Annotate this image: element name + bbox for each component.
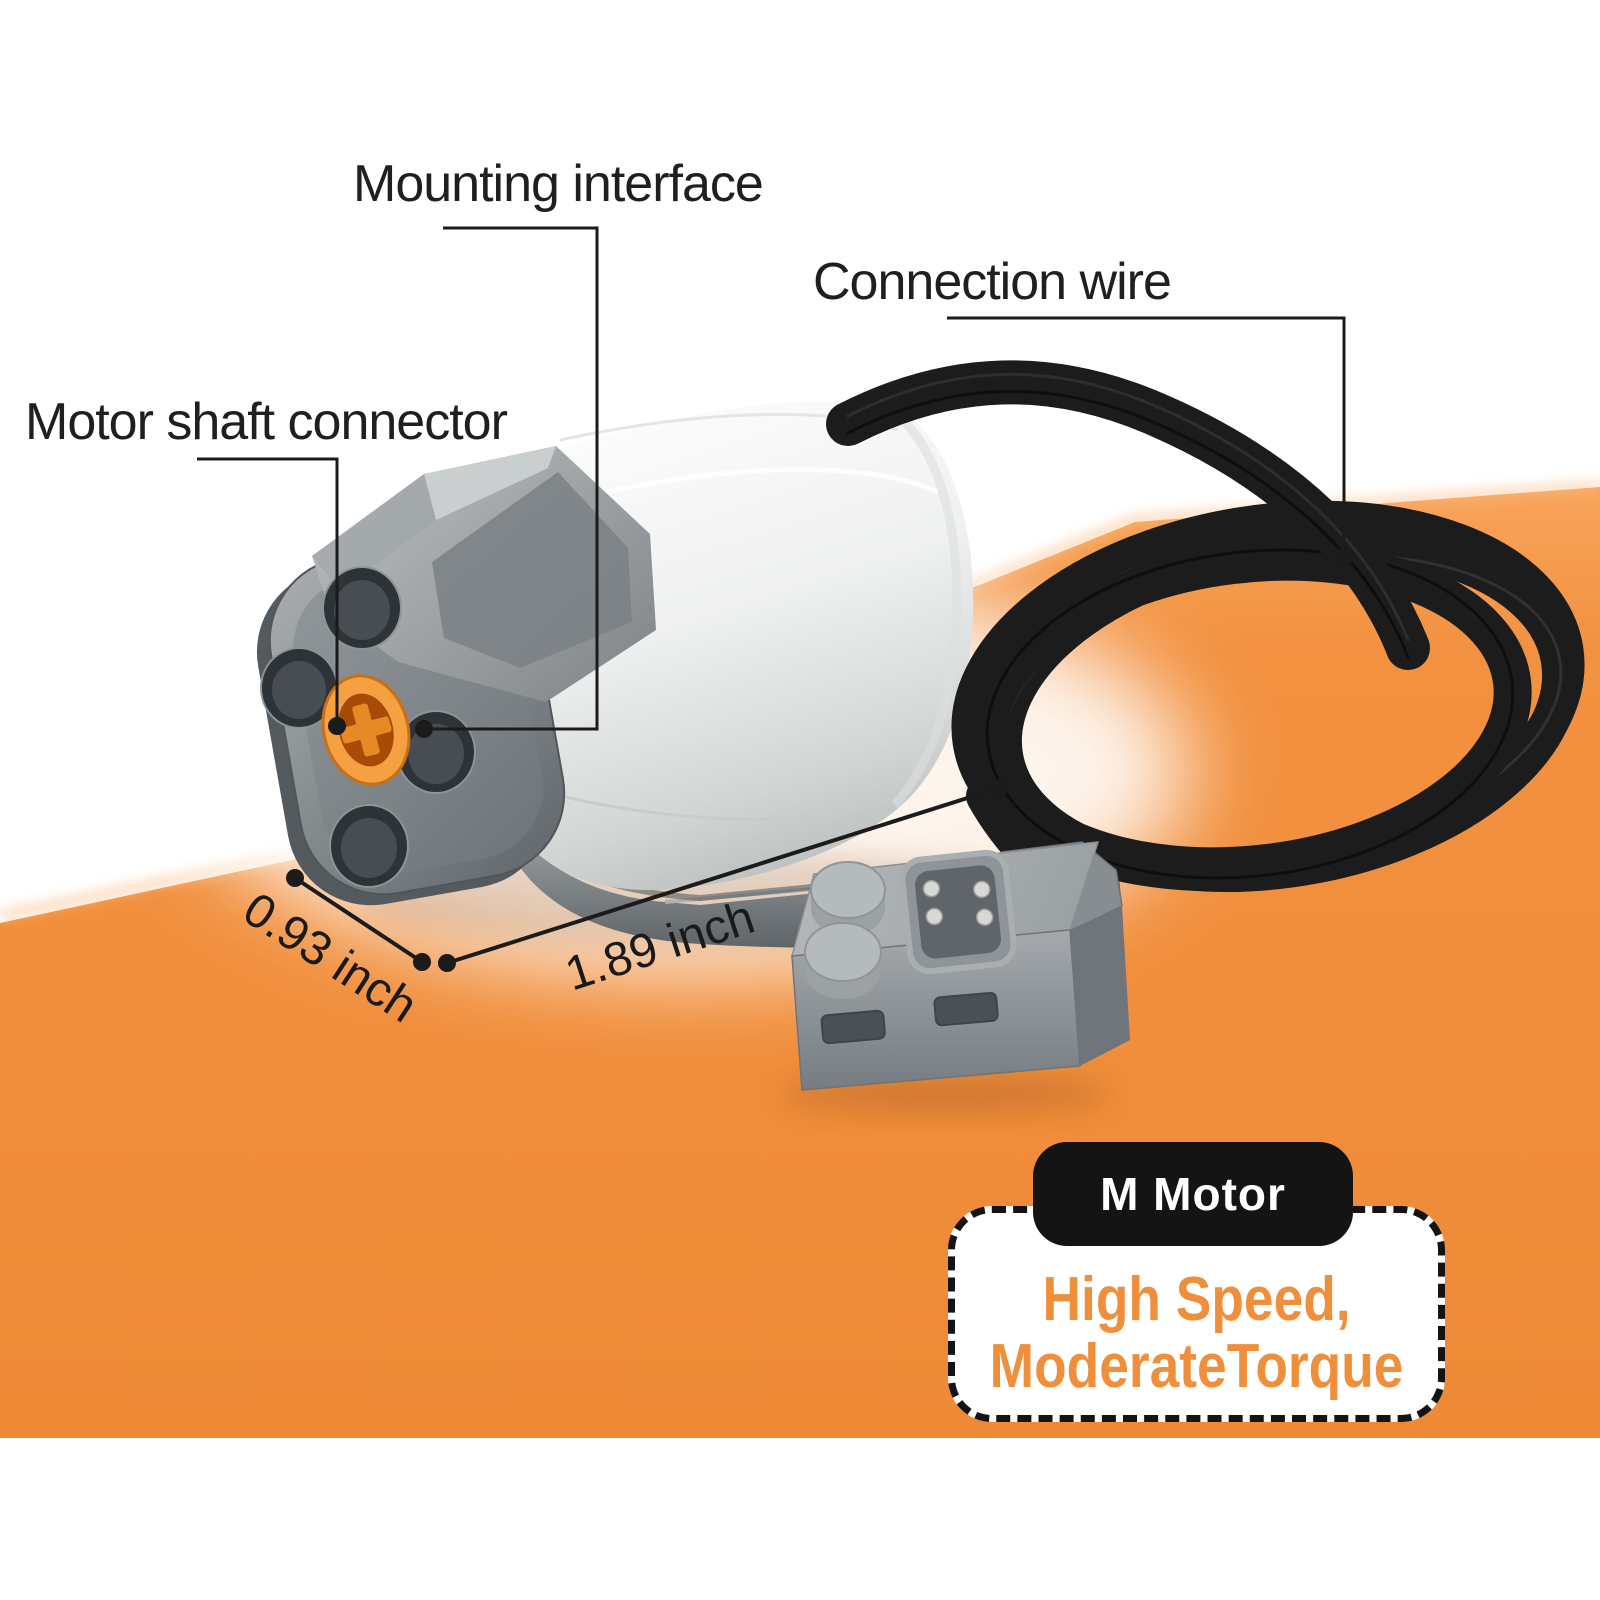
- connector-side-face: [1070, 906, 1130, 1066]
- pin-holes: [260, 566, 476, 888]
- m-motor-badge-label: M Motor: [1100, 1168, 1286, 1220]
- pin-hole: [329, 804, 409, 888]
- motor-shaft-leader: [197, 457, 339, 725]
- dimension-lines: [286, 779, 1008, 972]
- pf-connector: [780, 841, 1130, 1114]
- wire-coil: [951, 500, 1585, 893]
- metal-contact: [973, 880, 991, 899]
- mounting-interface-label: Mounting interface: [353, 155, 764, 213]
- feature-line-1: High Speed,: [1042, 1265, 1351, 1335]
- metal-contact: [975, 908, 994, 926]
- leader-lines: [197, 226, 1346, 731]
- pin-hole: [322, 566, 402, 650]
- leader-dots: [328, 548, 1353, 738]
- motor-cap: [312, 446, 656, 702]
- connector-slots: [820, 991, 999, 1045]
- metal-contact: [925, 907, 944, 926]
- connection-wire-leader: [947, 316, 1346, 556]
- pin-hole: [260, 647, 338, 729]
- connector-stud: [804, 922, 882, 999]
- metal-contact: [922, 879, 941, 898]
- length-dimension-line: [446, 786, 1000, 965]
- connector-socket: [899, 849, 1017, 975]
- width-dimension-line: [293, 876, 424, 964]
- feature-line-2: ModerateTorque: [989, 1332, 1404, 1402]
- mounting-interface-leader: [424, 226, 599, 731]
- motor-shaft-connector-label: Motor shaft connector: [25, 393, 508, 451]
- connection-wire-label: Connection wire: [813, 253, 1172, 311]
- wire-lead-in: [826, 360, 1430, 670]
- motor-shaft: [321, 674, 411, 786]
- m-motor-product: [256, 400, 1119, 949]
- m-motor-badge: M Motor: [1033, 1142, 1353, 1246]
